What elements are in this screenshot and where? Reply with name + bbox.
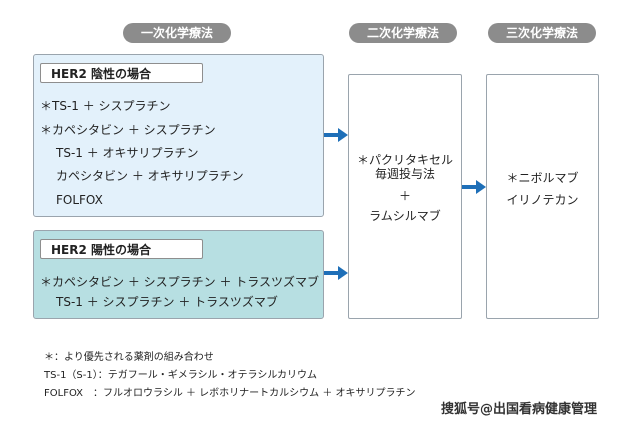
second-line-drug-1: ＊パクリタキセル bbox=[356, 153, 453, 167]
her2-negative-panel: HER2 陰性の場合 ＊TS-1 ＋ シスプラチン ＊カペシタビン ＋ シスプラ… bbox=[33, 54, 324, 217]
header-first-line: 一次化学療法 bbox=[123, 23, 231, 43]
third-line-drug-1: ＊ニボルマブ bbox=[506, 171, 579, 185]
note-star: ＊：より優先される薬剤の組み合わせ bbox=[44, 352, 214, 363]
third-line-drug-2: イリノテカン bbox=[506, 193, 579, 207]
regimen-item: カペシタビン ＋ オキサリプラチン bbox=[56, 169, 244, 183]
note-folfox: FOLFOX ：フルオロウラシル ＋ レボホリナートカルシウム ＋ オキサリプラ… bbox=[44, 388, 416, 399]
header-second-line: 二次化学療法 bbox=[349, 23, 457, 43]
regimen-item: TS-1 ＋ オキサリプラチン bbox=[56, 146, 199, 160]
her2-positive-label: HER2 陽性の場合 bbox=[40, 239, 203, 259]
second-line-schedule: 毎週投与法 bbox=[374, 167, 435, 181]
second-line-plus: ＋ bbox=[398, 189, 411, 203]
her2-positive-panel: HER2 陽性の場合 ＊カペシタビン ＋ シスプラチン ＋ トラスツズマブ TS… bbox=[33, 230, 324, 319]
regimen-item: ＊カペシタビン ＋ シスプラチン ＋ トラスツズマブ bbox=[40, 275, 320, 289]
regimen-item: ＊カペシタビン ＋ シスプラチン bbox=[40, 123, 216, 137]
note-ts1: TS-1（S-1）：テガフール・ギメラシル・オテラシルカリウム bbox=[44, 370, 318, 381]
header-third-line: 三次化学療法 bbox=[488, 23, 596, 43]
arrow-right-icon bbox=[324, 266, 348, 280]
third-line-box bbox=[486, 74, 599, 319]
second-line-box bbox=[348, 74, 462, 319]
second-line-drug-2: ラムシルマブ bbox=[369, 209, 441, 223]
regimen-item: ＊TS-1 ＋ シスプラチン bbox=[40, 99, 171, 113]
arrow-right-icon bbox=[324, 128, 348, 142]
regimen-item: TS-1 ＋ シスプラチン ＋ トラスツズマブ bbox=[56, 295, 278, 309]
her2-negative-label: HER2 陰性の場合 bbox=[40, 63, 203, 83]
arrow-right-icon bbox=[462, 180, 486, 194]
watermark: 搜狐号@出国看病健康管理 bbox=[441, 402, 598, 417]
regimen-item: FOLFOX bbox=[56, 193, 103, 207]
